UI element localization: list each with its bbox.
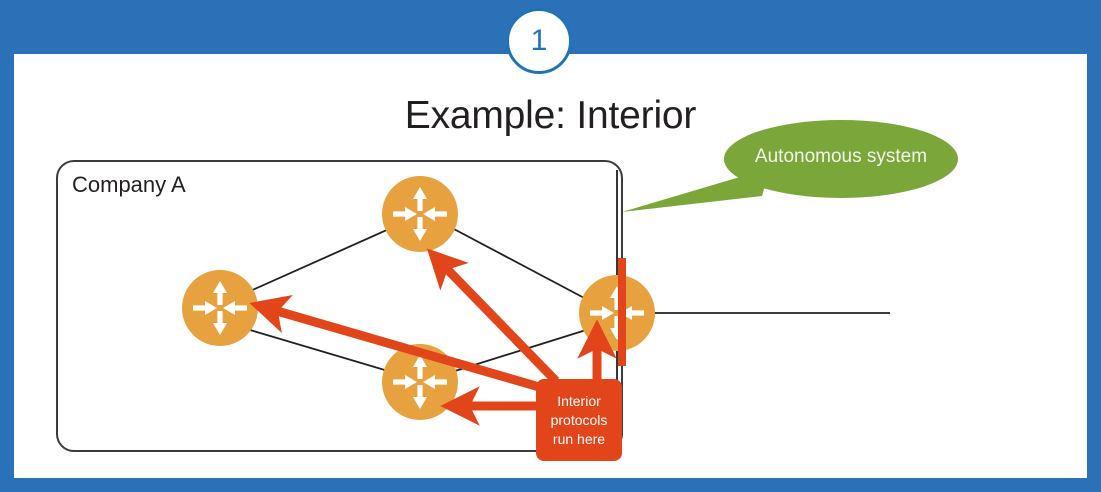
frame-band-bottom [0,478,1101,492]
company-a-label: Company A [72,172,186,197]
link-left-bottom [249,329,389,372]
note-line-1: Interior [557,392,601,409]
callout-tail [622,168,770,212]
interior-protocols-note: Interior protocols run here [536,379,622,461]
page-title: Example: Interior [404,94,697,137]
callout-bubble [724,120,958,198]
link-top-right [451,227,589,301]
link-left-top [247,228,390,293]
frame-band-right [1087,0,1101,492]
arrow-to-top-router [426,248,560,385]
slide-number-badge: 1 [506,8,572,74]
note-line-2: protocols [550,411,608,428]
callout-label: Autonomous system [754,146,928,167]
arrow-to-left-router [249,294,562,398]
note-line-3: run here [552,430,606,447]
frame-band-left [0,0,14,492]
